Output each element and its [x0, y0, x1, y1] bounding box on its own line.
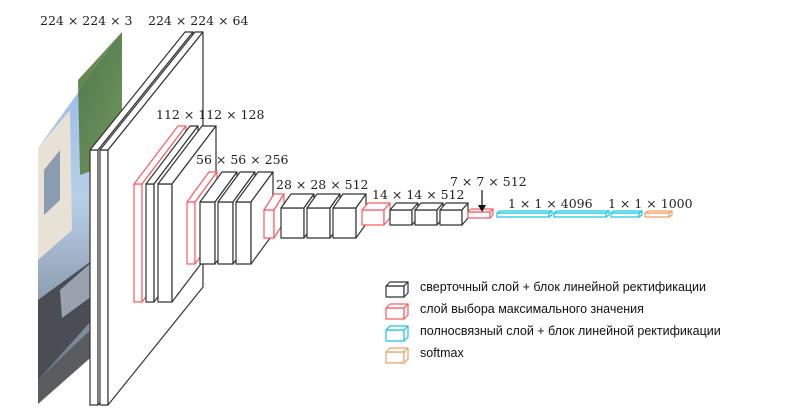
pool-arrow: [478, 190, 486, 212]
conv4-block-3: [332, 193, 367, 239]
dim-label-conv5: 14 × 14 × 512: [372, 187, 465, 202]
conv-block-icon-shape: [385, 281, 409, 298]
dimension-labels: 224 × 224 × 3 224 × 224 × 64 112 × 112 ×…: [40, 13, 693, 211]
legend-item-conv: сверточный слой + блок линейной ректифик…: [385, 280, 706, 298]
dim-label-pool5: 7 × 7 × 512: [450, 174, 527, 189]
softmax-block-icon-shape: [385, 347, 409, 364]
softmax-block: [644, 210, 673, 218]
legend-item-softmax: softmax: [385, 346, 465, 364]
pool5-block: [467, 208, 494, 219]
conv3-block-3: [235, 171, 274, 265]
input-image: [38, 32, 122, 404]
fc7-block: [553, 210, 610, 218]
legend: сверточный слой + блок линейной ректифик…: [385, 280, 721, 364]
dim-label-input: 224 × 224 × 3: [40, 13, 133, 28]
legend-item-fc: полносвязный слой + блок линейной ректиф…: [385, 324, 721, 342]
legend-label-conv: сверточный слой + блок линейной ректифик…: [420, 280, 706, 294]
dim-label-fc: 1 × 1 × 4096: [508, 196, 593, 211]
fc-block-icon-shape: [385, 325, 409, 342]
legend-label-softmax: softmax: [420, 346, 465, 360]
conv5-block-3: [439, 202, 469, 226]
legend-label-fc: полносвязный слой + блок линейной ректиф…: [420, 324, 721, 338]
fc6-block: [496, 210, 553, 218]
legend-label-pool: слой выбора максимального значения: [420, 302, 644, 316]
conv5-block-1: [389, 202, 419, 226]
dim-label-conv1: 224 × 224 × 64: [148, 13, 249, 28]
pool4-block: [361, 202, 391, 226]
legend-item-pool: слой выбора максимального значения: [385, 302, 644, 320]
fc8-block: [610, 210, 643, 218]
pool-block-icon-shape: [385, 303, 409, 320]
dim-label-conv3: 56 × 56 × 256: [196, 152, 289, 167]
layer-blocks: [89, 31, 673, 406]
fc-block-icon: [385, 325, 409, 342]
conv-block-icon: [385, 281, 409, 298]
dim-label-softmax: 1 × 1 × 1000: [608, 196, 693, 211]
softmax-block-icon: [385, 347, 409, 364]
pool-block-icon: [385, 303, 409, 320]
conv4-block-2: [306, 193, 341, 239]
dim-label-conv2: 112 × 112 × 128: [156, 107, 264, 122]
conv5-block-2: [414, 202, 444, 226]
dim-label-conv4: 28 × 28 × 512: [276, 177, 369, 192]
